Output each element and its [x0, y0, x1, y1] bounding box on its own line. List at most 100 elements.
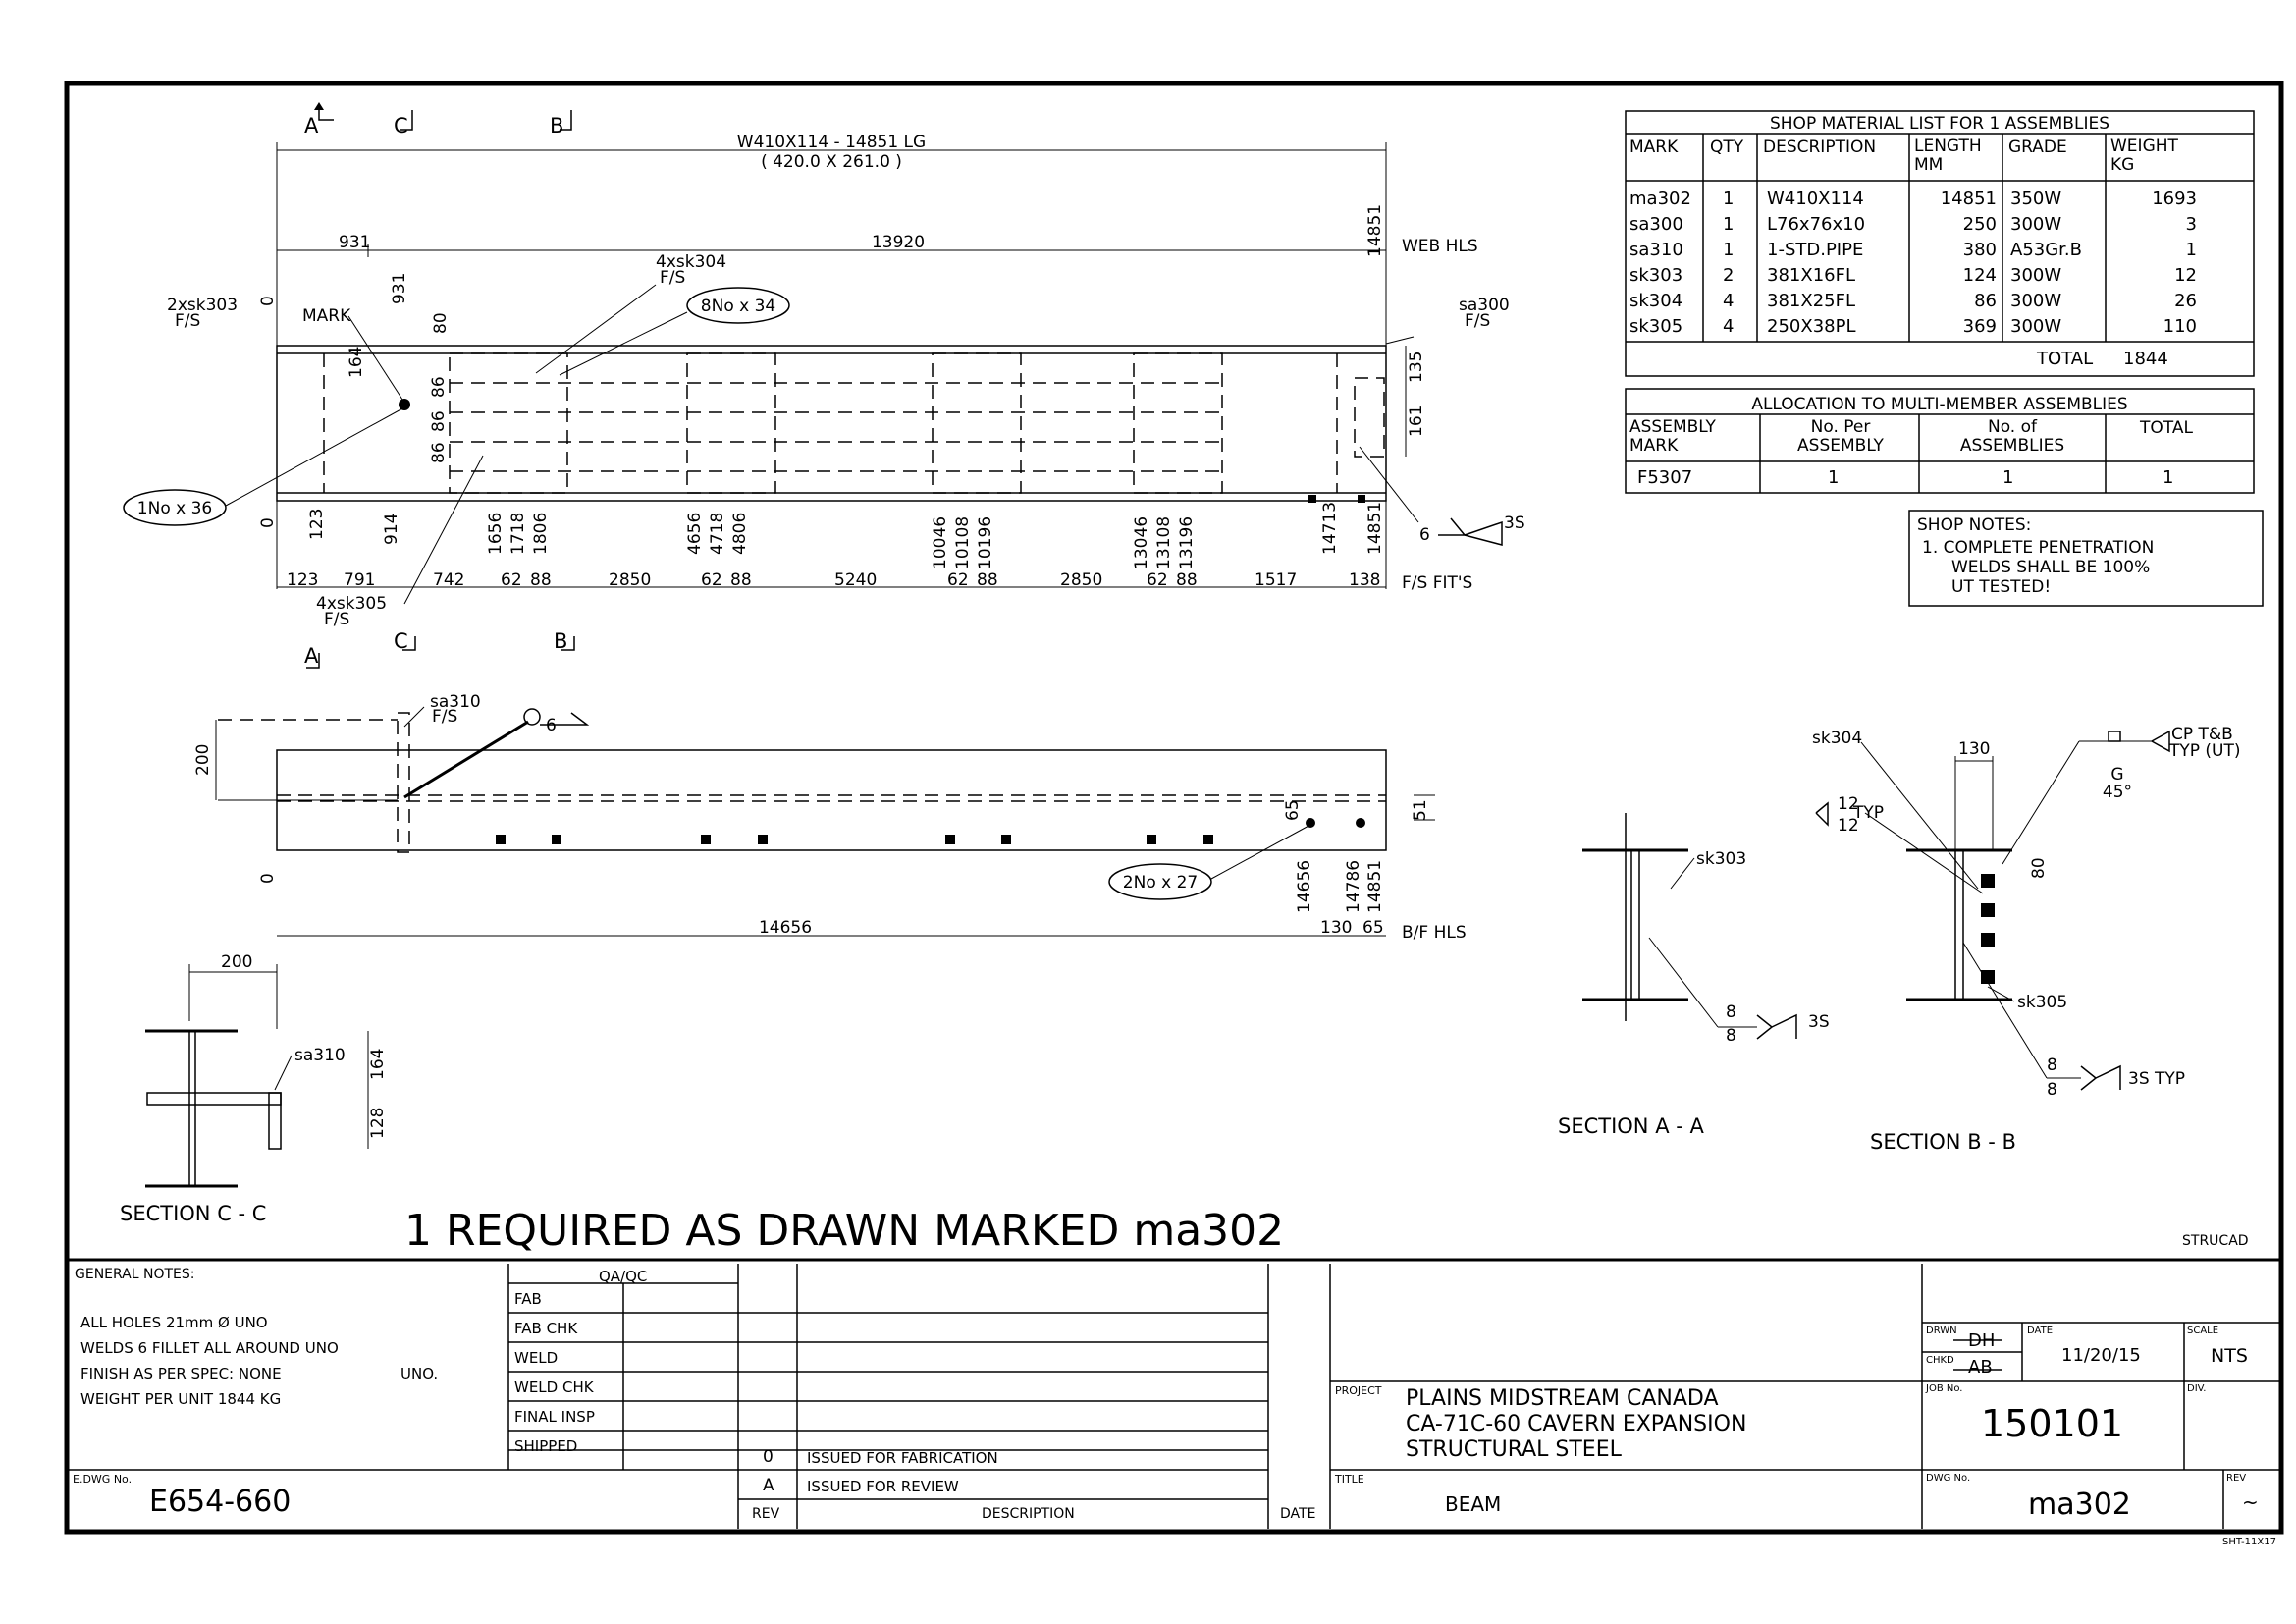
ml-cell: 1 — [1723, 240, 1735, 260]
svg-text:123: 123 — [307, 509, 327, 540]
svg-text:2850: 2850 — [1060, 570, 1102, 590]
bb-weld-bottom: 8 — [2047, 1080, 2057, 1100]
ml-cell: 250X38PL — [1767, 316, 1856, 337]
dim-right-14851: 14851 — [1365, 204, 1385, 257]
svg-text:62: 62 — [701, 570, 722, 590]
bb-cp-tb: CP T&B — [2171, 725, 2233, 744]
bottom-chain-dims: 123 791 742 62 88 2850 62 88 5240 62 88 … — [287, 570, 1380, 590]
svg-text:65: 65 — [1362, 918, 1384, 938]
callout-sk304-fs: F/S — [660, 268, 685, 288]
ml-cell: 300W — [2010, 316, 2062, 337]
ml-cell: 26 — [2174, 291, 2197, 311]
bb-callout-sk304: sk304 — [1812, 729, 1862, 748]
ml-cell: 381X25FL — [1767, 291, 1855, 311]
overall-length-label: W410X114 - 14851 LG — [737, 133, 926, 152]
bb-callout-sk305: sk305 — [2017, 993, 2067, 1012]
ml-cell: sk304 — [1629, 291, 1683, 311]
section-bb-label: SECTION B - B — [1870, 1130, 2016, 1154]
title-label: TITLE — [1335, 1473, 1364, 1486]
ml-cell: A53Gr.B — [2010, 240, 2082, 260]
ml-cell: 1 — [2185, 240, 2197, 260]
svg-text:1806: 1806 — [531, 513, 551, 555]
general-note-4: WEIGHT PER UNIT 1844 KG — [80, 1390, 282, 1408]
ml-total-label: TOTAL — [2037, 349, 2094, 369]
callout-sa300: sa300 — [1459, 296, 1510, 315]
section-cc: 200 sa310 164 128 SECTION C - C — [120, 952, 388, 1225]
vertical-dims-left: 0 931 80 164 86 86 86 123 0 914 — [258, 273, 451, 545]
svg-text:914: 914 — [382, 514, 401, 545]
rev-a-desc: ISSUED FOR REVIEW — [807, 1478, 959, 1495]
svg-text:14786: 14786 — [1344, 860, 1363, 913]
general-notes-title: GENERAL NOTES: — [75, 1267, 195, 1282]
callout-sk303-fs: F/S — [175, 311, 200, 331]
ml-cell: 3 — [2185, 214, 2197, 235]
section-letter-a-bottom: A — [304, 644, 319, 668]
section-aa-label: SECTION A - A — [1558, 1114, 1704, 1138]
svg-text:86: 86 — [429, 376, 449, 398]
ml-cell: 250 — [1962, 214, 1997, 235]
bb-angle-45: 45° — [2103, 783, 2132, 802]
ml-cell: 1 — [1723, 214, 1735, 235]
plan-holes — [496, 818, 1365, 844]
shop-notes-title: SHOP NOTES: — [1917, 515, 2031, 535]
ml-cell: 4 — [1723, 291, 1735, 311]
svg-text:62: 62 — [1147, 570, 1168, 590]
svg-text:130: 130 — [1320, 918, 1352, 938]
svg-text:13046: 13046 — [1132, 516, 1151, 569]
section-letter-c: C — [394, 114, 408, 137]
svg-text:14713: 14713 — [1320, 502, 1340, 555]
ml-cell: 1693 — [2152, 189, 2197, 209]
mark-label: MARK — [302, 306, 351, 326]
svg-text:62: 62 — [947, 570, 969, 590]
div-label: DIV. — [2187, 1383, 2207, 1394]
section-bb: 130 80 sk304 TYP 12 12 CP T&B TYP (UT) G… — [1812, 725, 2241, 1154]
job-label: JOB No. — [1926, 1383, 1963, 1394]
dim-right-135: 135 — [1407, 352, 1426, 383]
date-value: 11/20/15 — [2061, 1345, 2141, 1366]
project-line-2: CA-71C-60 CAVERN EXPANSION — [1406, 1412, 1747, 1436]
bf-hls-label: B/F HLS — [1402, 923, 1467, 943]
svg-text:1656: 1656 — [486, 513, 506, 555]
ml-cell: 86 — [1974, 291, 1997, 311]
project-line-1: PLAINS MIDSTREAM CANADA — [1406, 1386, 1719, 1411]
beam-web-outline — [276, 345, 1387, 502]
callout-8no-x-34: 8No x 34 — [701, 297, 775, 316]
cc-dim-128: 128 — [368, 1108, 388, 1139]
callout-sa310: sa310 — [430, 692, 481, 712]
svg-text:13196: 13196 — [1177, 516, 1197, 569]
svg-text:88: 88 — [977, 570, 998, 590]
chkd-label: CHKD — [1926, 1355, 1954, 1366]
svg-text:0: 0 — [258, 517, 278, 528]
edwg-number: E654-660 — [149, 1485, 292, 1519]
svg-text:0: 0 — [258, 873, 278, 884]
alloc-no-of: 1 — [2002, 467, 2014, 488]
qa-row-label: FINAL INSP — [514, 1408, 595, 1426]
ml-cell: L76x76x10 — [1767, 214, 1866, 235]
alloc-total: 1 — [2163, 467, 2174, 488]
ml-header-length: LENGTH MM — [1914, 136, 1982, 175]
ml-cell: 2 — [1723, 265, 1735, 286]
aa-callout-sk303: sk303 — [1696, 849, 1746, 869]
pipe-sa310 — [397, 712, 410, 853]
svg-text:123: 123 — [287, 570, 318, 590]
qa-row-label: SHIPPED — [514, 1437, 578, 1455]
svg-text:62: 62 — [501, 570, 522, 590]
bb-typ-ut: TYP (UT) — [2168, 741, 2241, 761]
dim-931: 931 — [339, 233, 370, 252]
allocation-table: ALLOCATION TO MULTI-MEMBER ASSEMBLIES — [1625, 388, 2255, 494]
callout-sk303: 2xsk303 — [167, 296, 238, 315]
svg-text:164: 164 — [347, 347, 366, 378]
svg-text:0: 0 — [258, 296, 278, 306]
section-cc-label: SECTION C - C — [120, 1202, 266, 1225]
aa-weld-top: 8 — [1726, 1002, 1736, 1022]
svg-text:200: 200 — [193, 744, 213, 776]
weld-3s: 3S — [1504, 514, 1525, 533]
ml-header-description: DESCRIPTION — [1763, 137, 1877, 157]
shop-note-line-2: WELDS SHALL BE 100% — [1951, 558, 2150, 577]
svg-text:86: 86 — [429, 410, 449, 432]
dwg-label: DWG No. — [1926, 1473, 1971, 1484]
ml-cell: 1 — [1723, 189, 1735, 209]
alloc-header-no-of: No. of ASSEMBLIES — [1959, 417, 2065, 456]
bb-dim-130: 130 — [1958, 739, 1990, 759]
svg-text:80: 80 — [431, 312, 451, 334]
